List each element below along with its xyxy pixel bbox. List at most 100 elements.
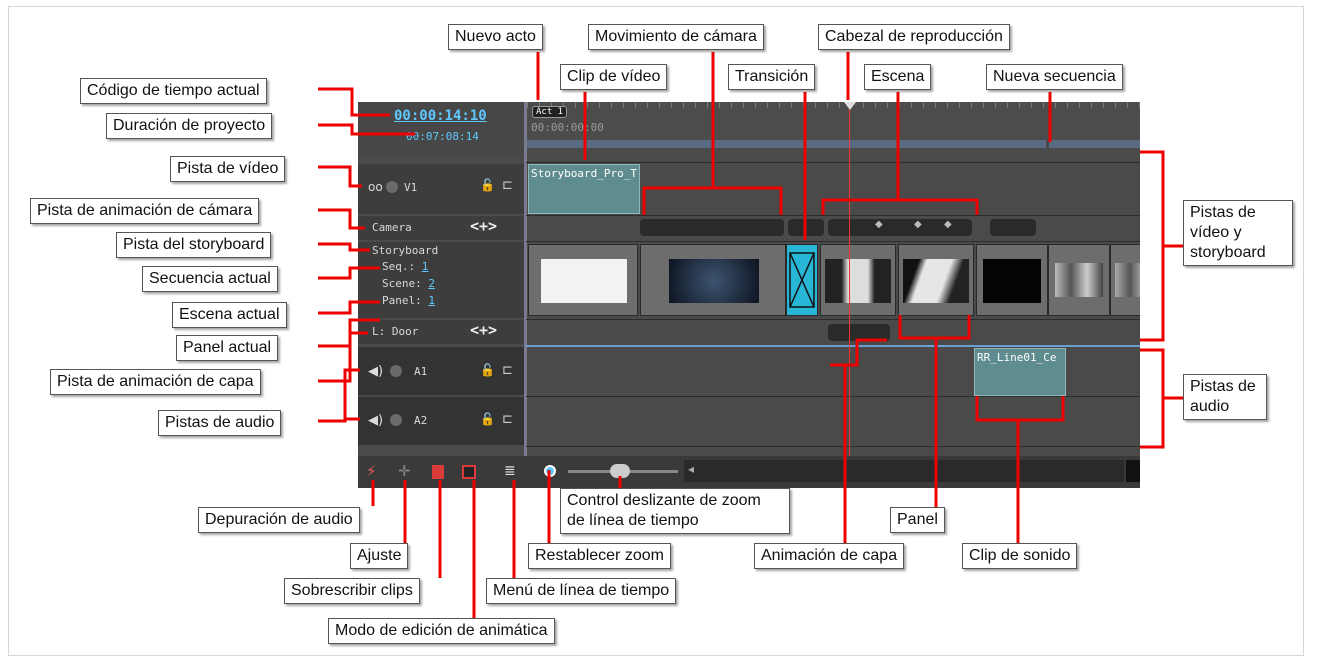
track-options-icon[interactable]: ⊏	[502, 178, 513, 193]
track-options-icon[interactable]: ⊏	[502, 363, 513, 378]
callout-ajuste: Ajuste	[350, 543, 409, 569]
time-ruler[interactable]	[527, 102, 1140, 140]
line-audio-1	[318, 368, 360, 423]
overwrite-clips-icon[interactable]	[432, 465, 444, 479]
lock-icon[interactable]: 🔓	[480, 412, 495, 426]
seq-label: Seq.: 1	[382, 260, 428, 273]
camera-move-segment[interactable]	[990, 219, 1036, 236]
panel-thumbnail	[541, 259, 627, 303]
callout-duracion: Duración de proyecto	[106, 113, 273, 139]
callout-animacion-capa: Animación de capa	[754, 543, 905, 569]
row-separator	[526, 215, 1140, 216]
callout-control-zoom: Control deslizante de zoom de línea de t…	[560, 488, 790, 534]
layer-animation-segment[interactable]	[828, 324, 890, 341]
camera-track-header	[358, 216, 524, 240]
timeline-menu-icon[interactable]: ≣	[504, 463, 516, 479]
line-panel-2	[936, 315, 971, 340]
line-movimiento-2	[713, 186, 783, 215]
bracket-audio	[1140, 348, 1165, 449]
panel-thumbnail	[1055, 263, 1103, 297]
sound-clip-name: RR_Line01_Ce	[977, 351, 1057, 364]
row-separator	[526, 241, 1140, 242]
line-pista-video	[318, 165, 362, 188]
bracket-video-storyboard	[1140, 150, 1165, 342]
callout-clip-video: Clip de vídeo	[560, 64, 668, 90]
callout-pistas-video-storyboard: Pistas de vídeo y storyboard	[1183, 200, 1293, 266]
track-enable-icon[interactable]	[390, 365, 402, 377]
snap-icon[interactable]: ✛	[398, 462, 411, 480]
storyboard-track-header	[358, 242, 524, 318]
panel-thumbnail	[1115, 263, 1140, 297]
video-track-name: V1	[404, 181, 418, 194]
horizontal-scrollbar[interactable]	[684, 460, 1124, 482]
sound-clip[interactable]: RR_Line01_Ce	[974, 348, 1066, 396]
panel-thumbnail	[903, 259, 969, 303]
line-animacion-capa-2	[845, 338, 887, 367]
timecode-header	[358, 102, 524, 154]
storyboard-panel[interactable]	[820, 244, 896, 316]
layer-keyframe-nav[interactable]: <+>	[470, 321, 498, 339]
callout-escena-actual: Escena actual	[172, 302, 287, 328]
lock-icon[interactable]: 🔓	[480, 363, 495, 377]
scene-label-text: Scene:	[382, 277, 422, 290]
callout-pista-video: Pista de vídeo	[170, 156, 286, 182]
sequence-bar[interactable]	[527, 140, 1140, 148]
storyboard-panel[interactable]	[640, 244, 786, 316]
callout-pistas-audio-right: Pistas de audio	[1183, 374, 1267, 420]
storyboard-panel[interactable]	[976, 244, 1048, 316]
track-link-icon[interactable]: oo	[368, 180, 383, 194]
audio-track-1-name: A1	[414, 365, 428, 378]
header-divider[interactable]	[524, 102, 527, 456]
line-movimiento	[642, 52, 715, 215]
panel-label-text: Panel:	[382, 294, 422, 307]
audio-scrubbing-icon[interactable]: ⚡	[366, 462, 377, 480]
row-separator	[526, 396, 1140, 397]
keyframe-icon[interactable]: ◆	[875, 219, 883, 230]
audio-track-2-name: A2	[414, 414, 428, 427]
act-marker[interactable]: Act 1	[532, 106, 568, 118]
animatic-editing-icon[interactable]	[462, 465, 476, 479]
line-escena-actual	[318, 300, 380, 315]
playhead-handle[interactable]	[844, 102, 856, 110]
track-enable-icon[interactable]	[390, 414, 402, 426]
speaker-icon[interactable]: ◀)	[368, 413, 384, 428]
callout-nueva-secuencia: Nueva secuencia	[986, 64, 1123, 90]
camera-move-segment[interactable]	[828, 219, 972, 236]
line-duracion	[318, 123, 415, 136]
line-codigo	[318, 87, 390, 117]
speaker-icon[interactable]: ◀)	[368, 364, 384, 379]
keyframe-icon[interactable]: ◆	[914, 219, 922, 230]
audio-track-2-header	[358, 397, 524, 445]
layer-track-header	[358, 320, 524, 344]
row-separator	[526, 319, 1140, 320]
ruler-ticks	[527, 102, 1140, 108]
keyframe-icon[interactable]: ◆	[944, 219, 952, 230]
playhead-line[interactable]	[849, 102, 850, 456]
storyboard-panel[interactable]	[898, 244, 974, 316]
callout-cabezal: Cabezal de reproducción	[818, 24, 1010, 50]
scroll-left-icon[interactable]: ◂	[688, 462, 695, 476]
panel-value[interactable]: 1	[428, 294, 435, 307]
storyboard-panel[interactable]	[1110, 244, 1140, 316]
track-options-icon[interactable]: ⊏	[502, 412, 513, 427]
lock-icon[interactable]: 🔓	[480, 178, 495, 192]
track-enable-icon[interactable]	[386, 181, 398, 193]
scene-value[interactable]: 2	[428, 277, 435, 290]
callout-codigo-tiempo: Código de tiempo actual	[80, 78, 267, 104]
current-timecode[interactable]: 00:00:14:10	[394, 108, 487, 124]
camera-move-segment[interactable]	[640, 219, 784, 236]
panel-thumbnail	[983, 259, 1041, 303]
seq-value[interactable]: 1	[421, 260, 429, 273]
transition-icon	[789, 252, 815, 308]
video-clip[interactable]: Storyboard_Pro_T	[528, 164, 640, 214]
zoom-slider-thumb[interactable]	[610, 464, 630, 478]
storyboard-panel[interactable]	[528, 244, 638, 316]
row-separator	[526, 162, 1140, 163]
transition-block[interactable]	[786, 244, 818, 316]
camera-keyframe-nav[interactable]: <+>	[470, 217, 498, 235]
callout-pista-storyboard: Pista del storyboard	[116, 232, 272, 258]
storyboard-panel[interactable]	[1048, 244, 1110, 316]
seq-label-text: Seq.:	[382, 260, 416, 273]
